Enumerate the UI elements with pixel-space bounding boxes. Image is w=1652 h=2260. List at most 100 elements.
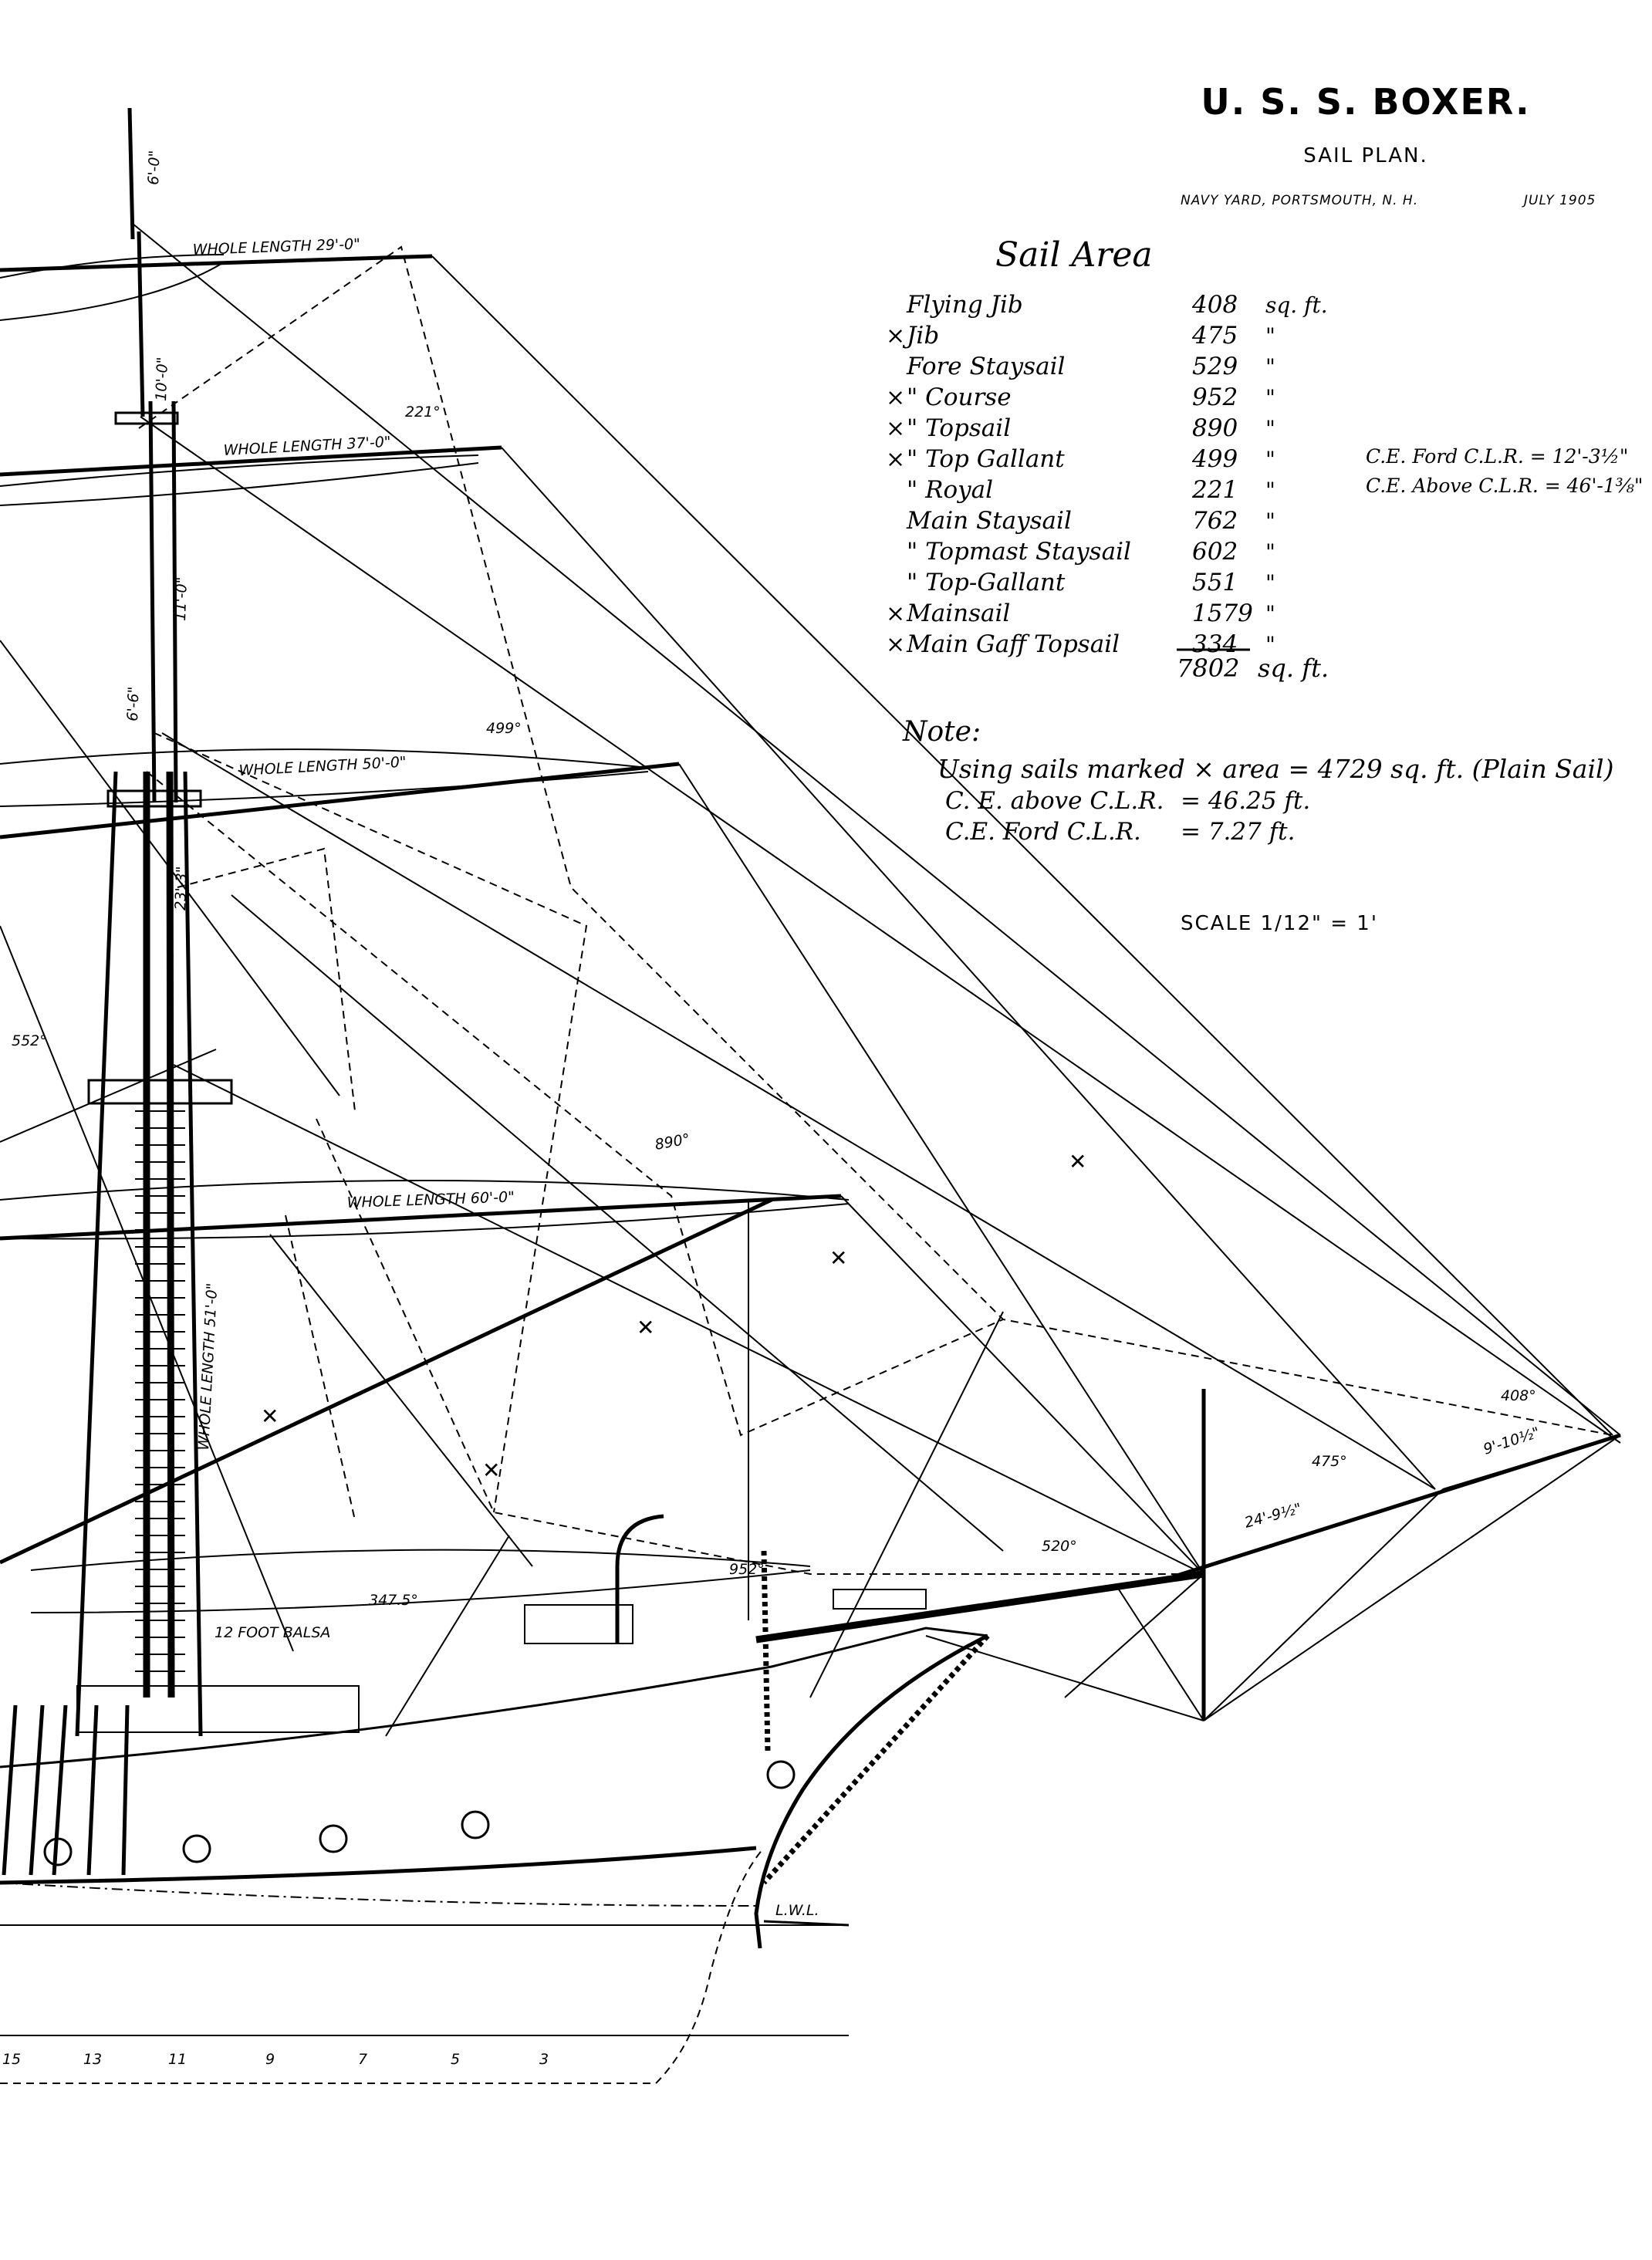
ce-ford-note: C.E. Ford C.L.R. = 12'-3½": [1366, 445, 1628, 468]
sail-row-name: " Topsail: [907, 414, 1011, 442]
sail-row-name: Main Gaff Topsail: [906, 630, 1120, 658]
sail-row-mark: ×: [886, 446, 905, 473]
jib-boom-label: 9'-10½": [1481, 1424, 1542, 1458]
anchor-chain: [761, 1550, 771, 1752]
sail-row-area: 952: [1192, 383, 1238, 411]
tg-mast-label: 11'-0": [172, 576, 191, 621]
sail-row-area: 221: [1191, 476, 1238, 504]
sail-row-unit: ": [1265, 508, 1275, 534]
sail-row-area: 499: [1191, 445, 1238, 473]
fore-boom-label: WHOLE LENGTH 51'-0": [195, 1282, 221, 1451]
lower-shrouds: [2, 1704, 130, 1876]
sail-row-area: 529: [1192, 353, 1238, 380]
sail-row-unit: ": [1265, 323, 1275, 349]
sail-outlines: [0, 254, 850, 1613]
waterline: [763, 1920, 850, 1927]
ce-markers: ✕ ✕ ✕ ✕ ✕: [261, 1149, 1086, 1483]
royal-area-label: 221°: [405, 404, 441, 421]
sail-row-mark: ×: [886, 631, 905, 658]
foremast: [75, 107, 233, 1737]
porthole: [182, 1834, 211, 1863]
sail-area-total-unit: sq. ft.: [1258, 654, 1329, 683]
station-number: 7: [358, 2051, 367, 2068]
station-number: 15: [2, 2051, 21, 2068]
topsail-area-label: 890°: [654, 1130, 691, 1154]
navy-yard-line: NAVY YARD, PORTSMOUTH, N. H.: [1181, 193, 1418, 208]
portholes: [43, 1760, 796, 1866]
note-heading: Note:: [902, 716, 981, 748]
sail-row-unit: ": [1265, 632, 1275, 657]
topsail-yard-label: WHOLE LENGTH 50'-0": [238, 754, 407, 779]
ce-cross: ✕: [637, 1315, 654, 1340]
topsail-yard: [0, 762, 680, 839]
ce-cross: ✕: [261, 1404, 279, 1429]
porthole: [319, 1824, 348, 1853]
sail-row-area: 1579: [1192, 600, 1253, 627]
station-number: 5: [451, 2051, 460, 2068]
sail-row-name: " Top Gallant: [907, 445, 1065, 473]
porthole: [461, 1810, 490, 1839]
sail-row-unit: ": [1265, 601, 1275, 627]
drawing-subtitle: SAIL PLAN.: [1303, 144, 1427, 167]
sail-row-area: 551: [1192, 569, 1238, 596]
station-number: 11: [168, 2051, 187, 2068]
fore-yard: [0, 1194, 842, 1241]
sail-row-name: " Royal: [907, 476, 993, 504]
sail-row-mark: ×: [886, 384, 905, 411]
sail-row-area: 890: [1192, 414, 1238, 442]
sail-row-mark: ×: [886, 323, 905, 350]
drawing-scale: SCALE 1/12" = 1': [1181, 912, 1378, 935]
fore-yard-label: WHOLE LENGTH 60'-0": [346, 1188, 515, 1211]
drawing-date: JULY 1905: [1522, 193, 1596, 208]
royal-yard-label: WHOLE LENGTH 29'-0": [192, 235, 360, 258]
sail-row-name: Mainsail: [906, 600, 1010, 627]
sail-row-area: 334: [1192, 630, 1238, 658]
note-line-3-label: C.E. Ford C.L.R.: [945, 818, 1141, 846]
hull: [0, 1589, 989, 2084]
lwl-label: L.W.L.: [775, 1902, 819, 1919]
sail-row-name: Jib: [902, 322, 939, 350]
boat-label: 12 FOOT BALSA: [215, 1624, 330, 1641]
fore-staysail-area-label: 520°: [1042, 1538, 1077, 1555]
sail-row-unit: ": [1265, 416, 1275, 441]
sail-row-name: Flying Jib: [906, 291, 1023, 319]
royal-yard: [0, 254, 433, 272]
sail-row-unit: ": [1265, 539, 1275, 565]
sail-row-name: Main Staysail: [906, 507, 1072, 535]
sail-area-heading: Sail Area: [995, 235, 1153, 275]
sail-row-area: 475: [1191, 322, 1238, 350]
note-line-2-value: = 46.25 ft.: [1181, 787, 1310, 815]
jib-area-label: 475°: [1312, 1453, 1347, 1470]
sail-row-unit: ": [1265, 354, 1275, 380]
pole-label: 6'-0": [145, 150, 164, 185]
station-number: 3: [539, 2051, 549, 2068]
ce-cross: ✕: [829, 1245, 847, 1271]
ratlines: [135, 1110, 185, 1672]
angle-label: 347.5°: [369, 1592, 418, 1609]
davit: [615, 1514, 664, 1643]
sail-area-total: 7802: [1177, 654, 1239, 683]
sail-row-area: 408: [1191, 291, 1238, 319]
anchor-hawse: [766, 1760, 796, 1789]
bowsprit-label: 24'-9½": [1243, 1500, 1304, 1532]
yards: [0, 254, 842, 1565]
drawing-title: U. S. S. BOXER.: [1201, 81, 1530, 123]
ce-cross: ✕: [1069, 1149, 1086, 1174]
tg-area-label: 499°: [486, 720, 522, 737]
sail-row-name: " Topmast Staysail: [907, 538, 1131, 566]
station-number: 9: [265, 2051, 275, 2068]
note-line-3-value: = 7.27 ft.: [1181, 818, 1296, 846]
topmast-head-label: 6'-6": [124, 686, 143, 721]
sail-row-area: 762: [1192, 507, 1238, 535]
anchor-chain: [762, 1633, 990, 1885]
sail-row-unit: ": [1265, 385, 1275, 410]
bowsprit: [755, 1389, 1621, 1721]
sail-row-name: Fore Staysail: [906, 353, 1065, 380]
sail-row-unit: sq. ft.: [1265, 292, 1328, 318]
sail-row-name: " Course: [907, 383, 1012, 411]
course-area-label: 952°: [729, 1561, 765, 1578]
sail-row-unit: ": [1265, 447, 1275, 472]
stays: [0, 223, 1621, 1737]
sail-row-unit: ": [1265, 478, 1275, 503]
